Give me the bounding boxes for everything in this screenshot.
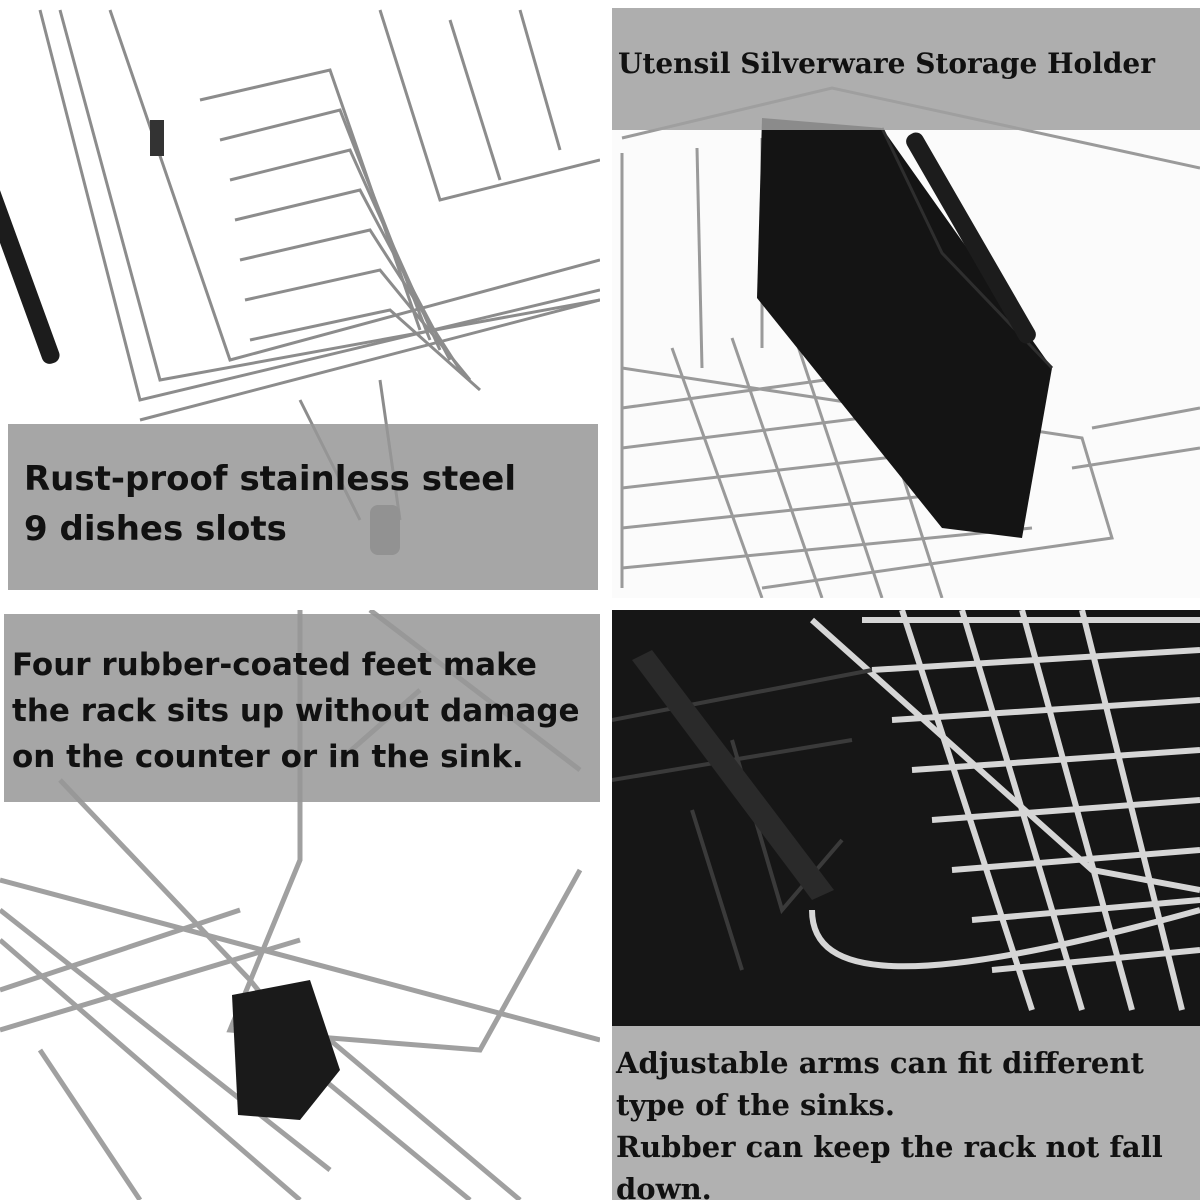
caption-line: Utensil Silverware Storage Holder [618, 47, 1155, 80]
caption-line: 9 dishes slots [24, 509, 287, 549]
caption-line: the rack sits up without damage [12, 693, 580, 729]
caption-adjustable-arms: Adjustable arms can fit different type o… [612, 1026, 1200, 1200]
rubber-feet-photo [0, 610, 600, 1200]
caption-line: Four rubber-coated feet make [12, 647, 537, 683]
adjustable-arms-photo [612, 610, 1200, 1011]
panel-utensil-holder: Utensil Silverware Storage Holder [612, 8, 1200, 598]
caption-rust-proof: Rust-proof stainless steel 9 dishes slot… [8, 424, 598, 590]
caption-line: on the counter or in the sink. [12, 739, 524, 775]
caption-utensil-holder: Utensil Silverware Storage Holder [612, 8, 1200, 130]
dish-rack-slots-photo [0, 9, 600, 555]
caption-line: type of the sinks. [616, 1088, 895, 1122]
caption-line: Rust-proof stainless steel [24, 459, 517, 499]
caption-line: Adjustable arms can fit different [616, 1046, 1144, 1080]
utensil-holder-photo [620, 86, 1200, 598]
panel-dish-slots: Rust-proof stainless steel 9 dishes slot… [0, 0, 600, 598]
panel-adjustable-arms: Adjustable arms can fit different type o… [612, 610, 1200, 1200]
panel-rubber-feet: Four rubber-coated feet make the rack si… [0, 610, 600, 1200]
caption-line: Rubber can keep the rack not fall [616, 1130, 1163, 1164]
caption-rubber-feet: Four rubber-coated feet make the rack si… [4, 614, 600, 802]
caption-line: down. [616, 1172, 712, 1200]
